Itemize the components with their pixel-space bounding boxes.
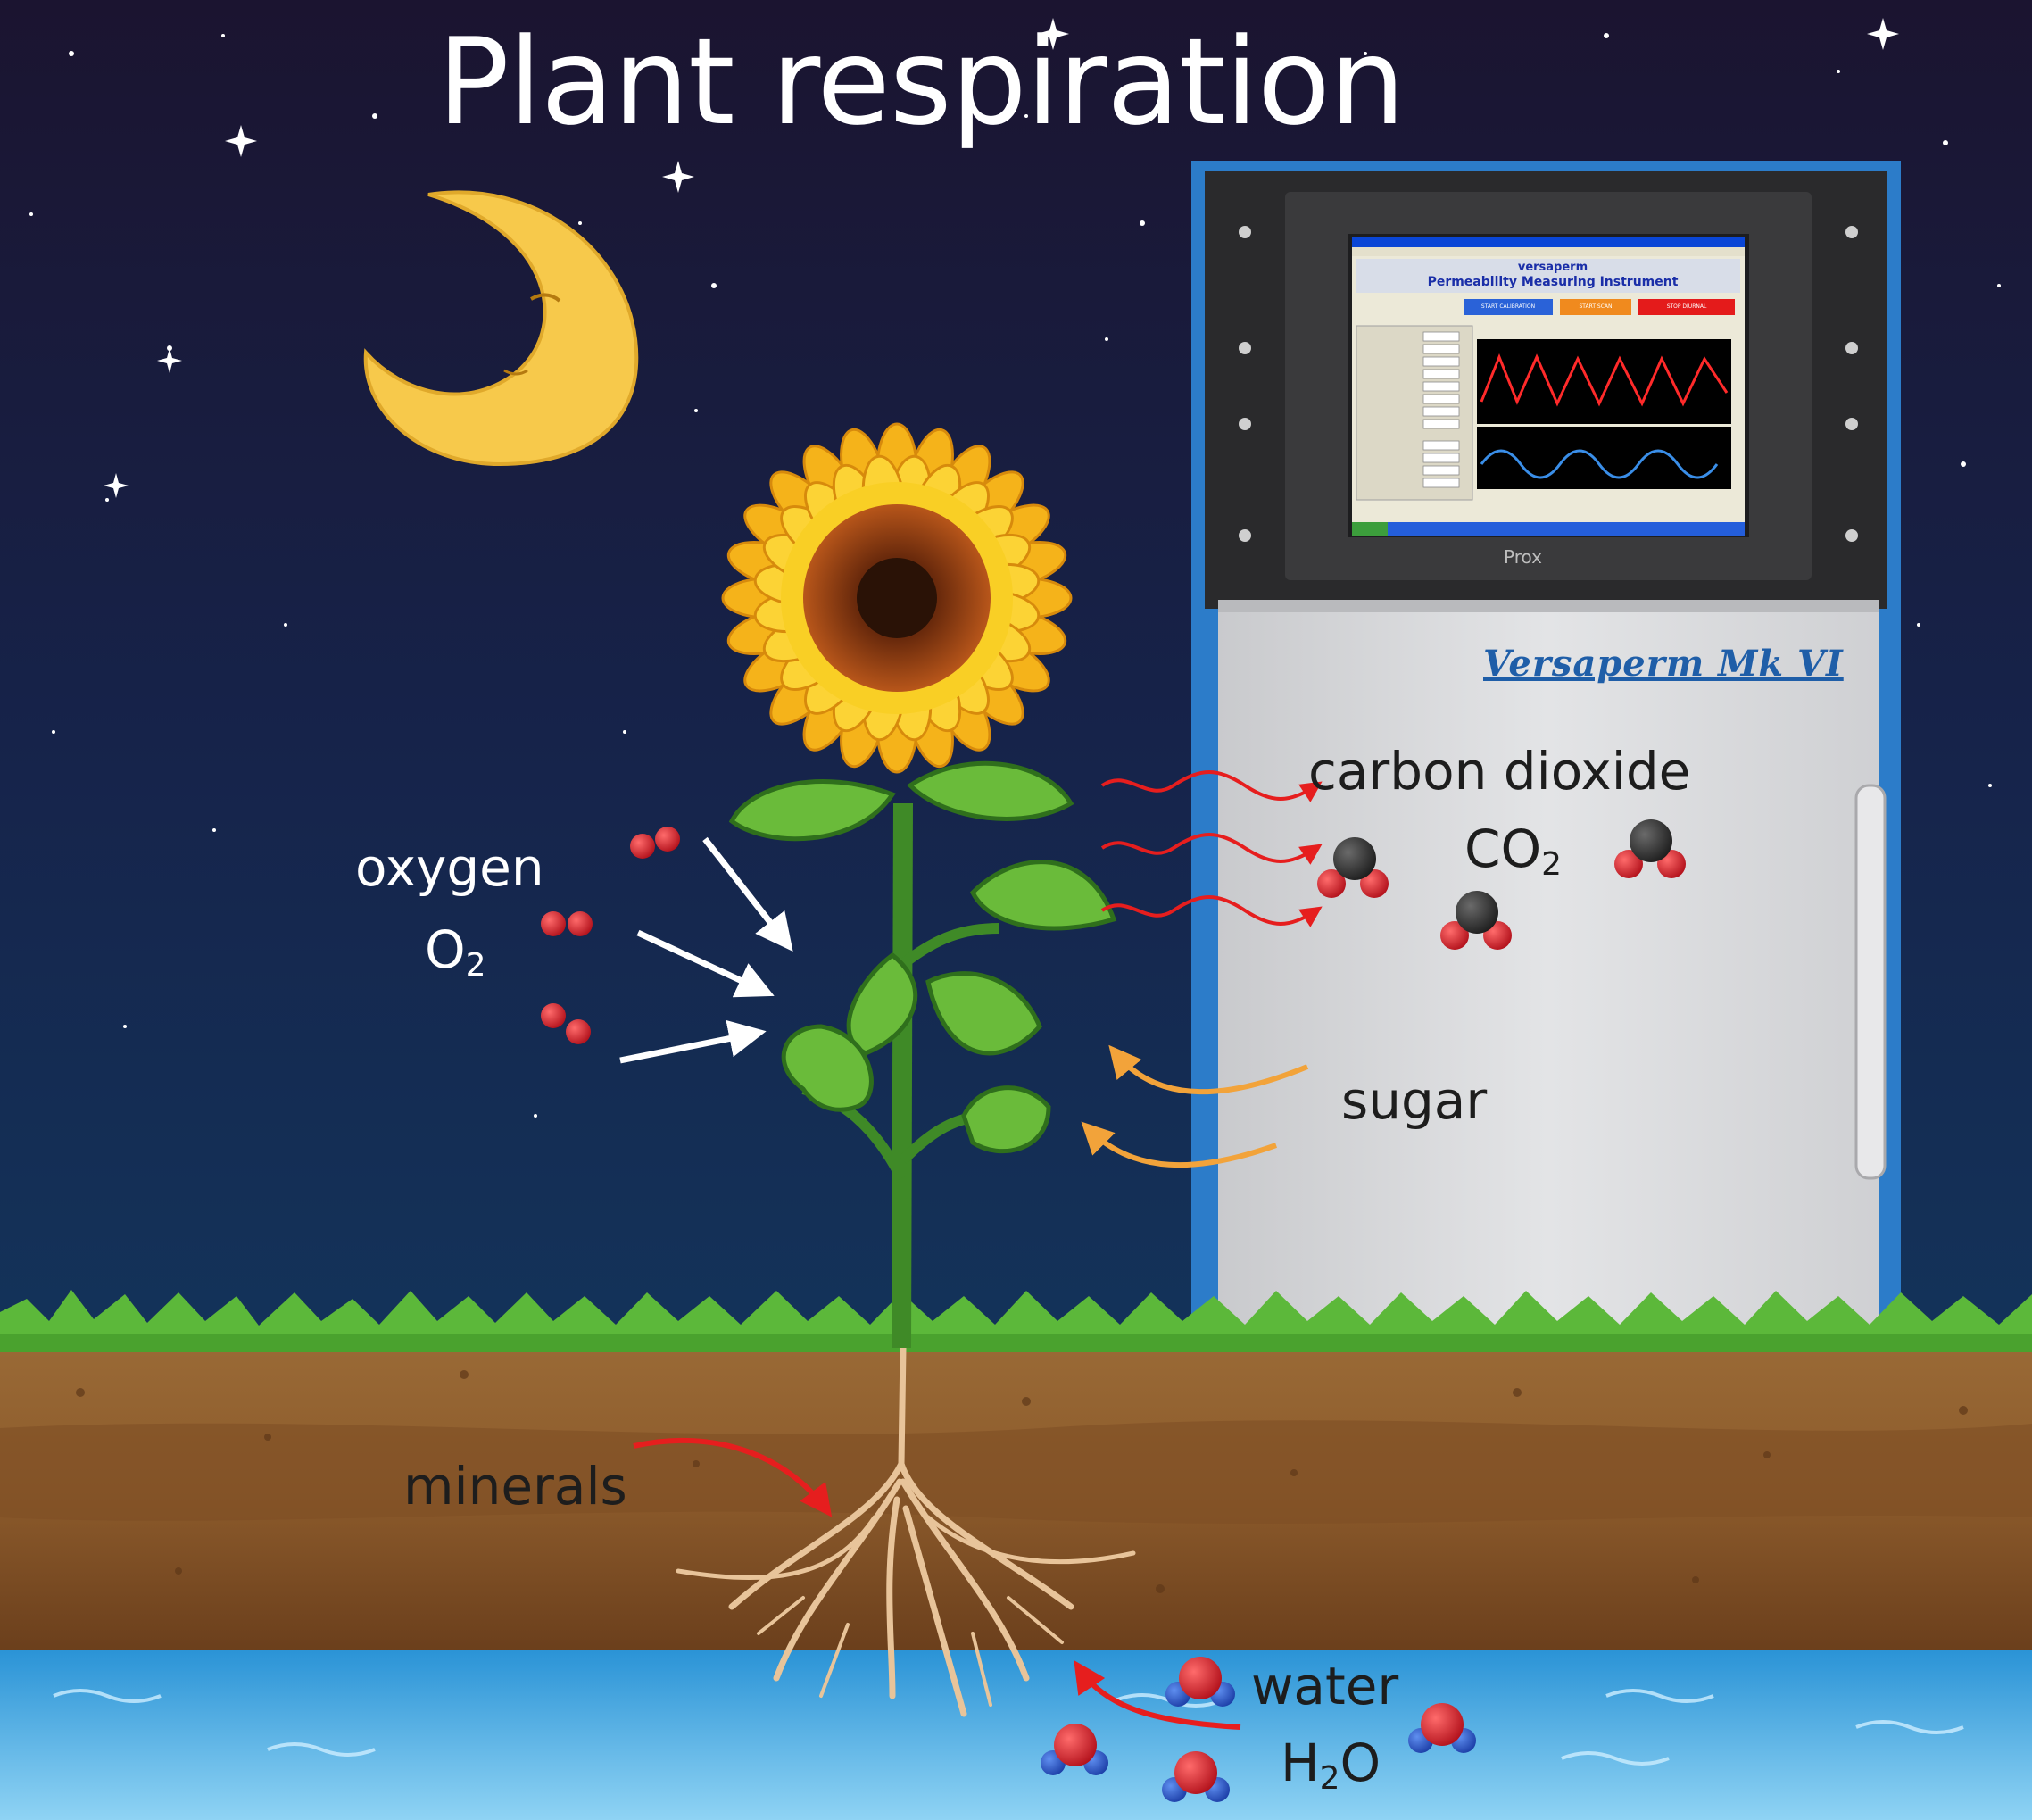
co2-molecules (1317, 819, 1686, 950)
co2-molecule (1440, 891, 1512, 950)
water-molecules (1041, 1657, 1476, 1802)
water-molecule (1041, 1724, 1108, 1775)
grass (0, 1290, 2032, 1352)
start-calibration-button: START CALIBRATION (1464, 299, 1553, 315)
minerals-arrow (633, 1437, 833, 1517)
oxygen-formula: O2 (425, 924, 486, 982)
temperature-trace (1480, 449, 1719, 479)
groundwater (0, 1650, 2032, 1820)
oxygen-formula-subscript: 2 (465, 946, 486, 984)
stem (892, 802, 913, 1349)
sunflower (721, 422, 1073, 774)
diffusion-rate-trace (1480, 353, 1729, 407)
co2-formula-element: CO (1464, 819, 1542, 879)
sugar-arrows (1081, 1044, 1309, 1168)
co2-arrows (1100, 770, 1323, 927)
stop-diurnal-button: STOP DIURNAL (1638, 299, 1735, 315)
water-formula-subscript: 2 (1319, 1759, 1340, 1797)
water-formula-hydrogen: H (1281, 1733, 1320, 1793)
oxygen-molecules (541, 827, 680, 1044)
co2-molecule (1317, 837, 1389, 898)
sugar-label: sugar (1341, 1070, 1488, 1131)
diagram-title: Plant respiration (437, 12, 1406, 152)
oxygen-label: oxygen (355, 837, 544, 898)
monitor-logo: Prox (1504, 546, 1542, 568)
oxygen-molecule (630, 827, 680, 859)
water-arrow (1074, 1660, 1241, 1730)
water-formula-oxygen: O (1339, 1733, 1381, 1793)
oxygen-arrows (619, 836, 793, 1064)
start-scan-button: START SCAN (1560, 299, 1631, 315)
co2-formula-subscript: 2 (1541, 845, 1563, 883)
co2-molecule (1614, 819, 1686, 878)
instrument-brand-label: Versaperm Mk VI (1483, 643, 1844, 685)
moon (363, 190, 639, 467)
screen-app-name: versaperm (1517, 261, 1588, 274)
oxygen-molecule (541, 911, 593, 936)
soil-specks (76, 1370, 1968, 1593)
oxygen-molecule (541, 1003, 591, 1044)
roots (676, 1344, 1136, 1717)
temperature-chart (1477, 427, 1731, 489)
diffusion-rate-chart (1477, 339, 1731, 424)
water-molecule (1165, 1657, 1235, 1707)
minerals-label: minerals (403, 1456, 627, 1517)
cabinet-handle (1854, 784, 1887, 1180)
water-molecule (1408, 1703, 1476, 1753)
co2-formula: CO2 (1464, 823, 1562, 881)
screen-heading: Permeability Measuring Instrument (1427, 275, 1679, 289)
water-label: water (1251, 1656, 1399, 1716)
versaperm-instrument (1191, 161, 1901, 1357)
water-formula: H2O (1281, 1737, 1381, 1795)
oxygen-formula-element: O (425, 919, 466, 980)
water-molecule (1162, 1751, 1230, 1802)
carbon-dioxide-label: carbon dioxide (1308, 741, 1691, 802)
leaves (728, 760, 1117, 1154)
